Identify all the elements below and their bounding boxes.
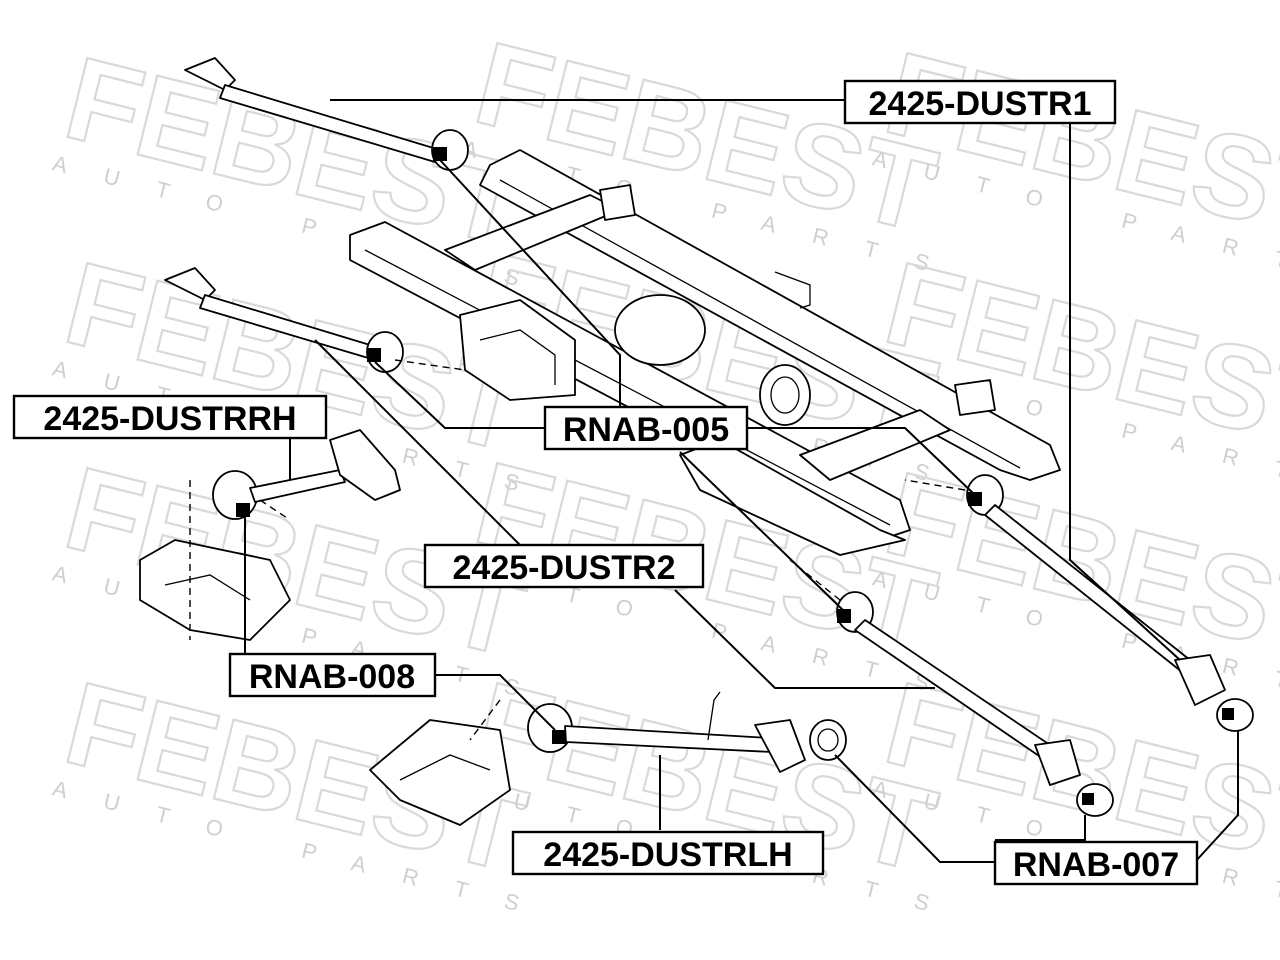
lh-arm-end [754,719,806,773]
label-dustr1-text: 2425-DUSTR1 [869,85,1092,123]
rod-center-long-bushing-core [1082,793,1094,805]
label-dustr2[interactable]: 2425-DUSTR2 [423,543,705,589]
cross-member-bottom [799,409,951,481]
leader-rnab007-left [834,754,995,863]
label-dustrlh-text: 2425-DUSTRLH [543,836,792,874]
leader-lines [244,99,1239,863]
rh-arm-bracket [329,429,401,501]
lh-separate-bushing-inner [817,728,839,752]
hint-right [904,479,966,491]
rh-knuckle-detail [164,574,251,601]
label-rnab008-text: RNAB-008 [249,658,415,696]
axle-bracket-top [599,184,636,221]
leader-dustr1-right [1069,120,1181,661]
frame-beam-lower-edge [364,249,891,526]
rod-upper-left-eye [184,57,236,91]
leader-rnab007-mid [995,815,1086,841]
axle-mount-bushing [759,364,811,426]
rh-knuckle-mount [139,539,291,641]
rod-center-long-bushing [1076,783,1114,817]
leader-dustr2-right [674,589,935,689]
rod-center-long-end [1034,739,1081,786]
rod-mid-left-bushing-core [367,348,381,362]
frame-pin [774,271,811,309]
label-rnab007[interactable]: RNAB-007 [993,840,1199,886]
rod-right-long-bushing-core [1222,708,1234,720]
lh-knuckle-mount [369,719,511,826]
axle-frame [349,149,1061,556]
frame-beam-lower [349,221,911,541]
label-dustrrh-box [12,394,328,440]
label-dustr2-box [423,543,705,589]
label-rnab005[interactable]: RNAB-005 [543,405,749,451]
axle-bracket-left [459,299,576,401]
rod-right-long-end [1174,654,1226,706]
lh-arm-bushing-core [552,730,566,744]
lh-knuckle-detail [399,754,491,781]
leader-rnab007-right [1194,730,1239,863]
label-dustrrh[interactable]: 2425-DUSTRRH [12,394,328,440]
label-rnab007-box [993,840,1199,886]
leader-dustr2-left [314,339,521,546]
label-dustrlh[interactable]: 2425-DUSTRLH [511,830,825,876]
axle-bracket-left-detail [479,329,556,385]
rh-arm-bushing-core [236,503,250,517]
label-dustrlh-box [511,830,825,876]
rod-right-long-bushing [1216,698,1254,732]
axle-mount-bushing-inner [770,376,800,414]
axle-center-housing [614,294,706,366]
label-dustr1-box [843,79,1117,125]
leader-rnab005-center [679,451,846,613]
arms [139,57,1254,826]
rh-arm [249,469,346,503]
part-labels: 2425-DUSTR1 2425-DUSTRRH RNAB-005 2425-D… [12,79,1199,886]
rod-upper-left-bushing-core [433,147,447,161]
label-rnab007-text: RNAB-007 [1013,846,1179,884]
leader-rnab008-lh [435,674,556,731]
rod-center-bushing-core [837,609,851,623]
label-rnab008[interactable]: RNAB-008 [228,652,437,698]
rh-arm-bushing [212,470,258,520]
label-rnab005-text: RNAB-005 [563,411,729,449]
label-rnab008-box [228,652,437,698]
axle-bracket-right [954,379,996,416]
hint-lh [469,699,501,741]
hint-rh-diag [259,499,291,521]
label-rnab005-box [543,405,749,451]
rod-mid-left-eye [164,267,216,301]
label-dustr1[interactable]: 2425-DUSTR1 [843,79,1117,125]
label-dustr2-text: 2425-DUSTR2 [453,549,676,587]
leader-rnab005-right [745,427,976,496]
label-dustrrh-text: 2425-DUSTRRH [43,400,296,438]
lh-arm-stud [707,691,721,741]
lh-separate-bushing [809,719,847,761]
leader-rnab005-left [374,361,545,429]
rod-right-bushing-core [968,492,982,506]
